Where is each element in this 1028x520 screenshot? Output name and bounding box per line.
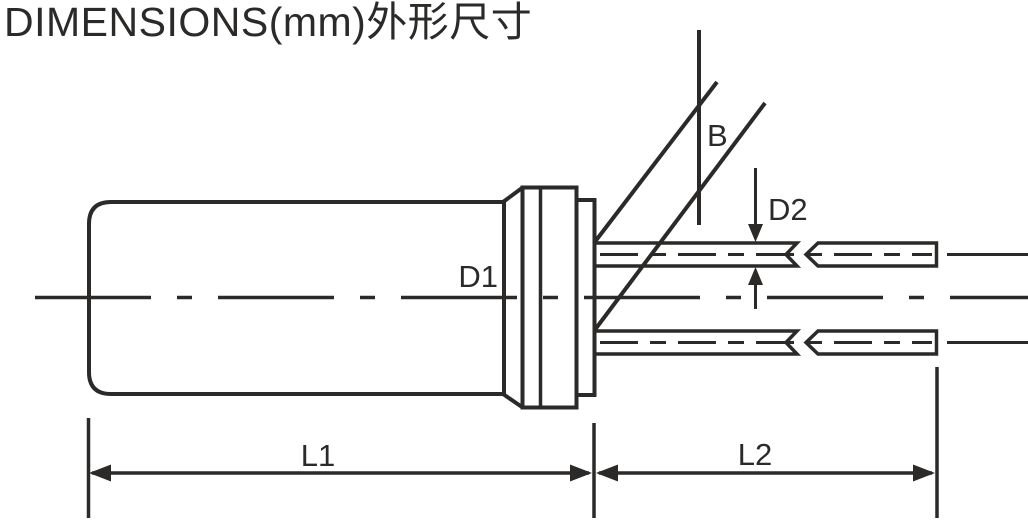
label-b-lead-dim: B — [707, 118, 728, 153]
label-l1-body-length: L1 — [301, 438, 335, 473]
taper-top — [501, 186, 524, 204]
l1-arrow-right — [570, 464, 592, 482]
b-diagonal-lower — [592, 101, 767, 333]
lead-top — [595, 241, 1028, 268]
diagram-linework — [35, 30, 1028, 518]
arrowheads — [89, 224, 935, 482]
lead-bottom-segment-b — [803, 329, 939, 356]
l2-arrow-left — [596, 464, 618, 482]
b-diagonal-upper — [592, 80, 719, 245]
label-d1-body-diameter: D1 — [458, 259, 498, 294]
taper-bottom — [501, 392, 524, 409]
diagram-labels: DIMENSIONS(mm)外形尺寸 D1 B D2 L1 L2 — [4, 0, 808, 473]
d2-arrow-down — [748, 224, 763, 242]
label-d2-lead-diameter: D2 — [768, 192, 808, 227]
page-title: DIMENSIONS(mm)外形尺寸 — [4, 0, 532, 45]
b-leader-lines — [592, 30, 767, 333]
crimp-section — [520, 185, 597, 410]
l2-arrow-right — [913, 464, 935, 482]
extension-lines — [86, 367, 939, 518]
lead-top-segment-b — [803, 241, 939, 268]
label-l2-lead-length: L2 — [738, 437, 772, 472]
l1-arrow-left — [89, 464, 111, 482]
lead-bottom — [595, 329, 1028, 356]
d2-arrow-up — [748, 267, 763, 285]
